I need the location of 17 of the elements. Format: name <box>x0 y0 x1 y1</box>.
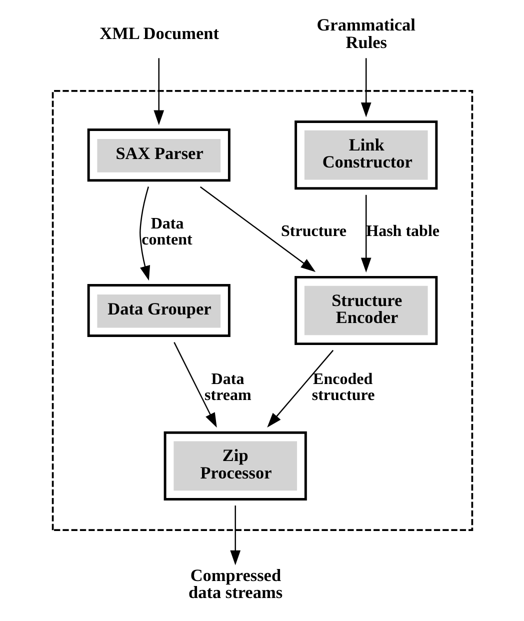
arrow <box>199 186 316 272</box>
edge-label: Structure <box>280 222 346 240</box>
node-text: Compressed data streams <box>188 566 282 602</box>
node-text: Grammatical Rules <box>316 16 415 52</box>
arrow <box>360 194 371 273</box>
edge-label: Data content <box>141 215 192 248</box>
arrow <box>139 186 150 281</box>
edge-label: Hash table <box>366 222 440 240</box>
arrow <box>153 58 164 126</box>
edge-label: Encoded structure <box>311 370 374 404</box>
cluster <box>51 90 473 531</box>
arrow <box>173 342 216 428</box>
arrow <box>230 506 240 566</box>
arrow <box>266 350 334 428</box>
node-text: XML Document <box>99 24 218 43</box>
edge-label: Data stream <box>204 370 251 404</box>
arrow <box>360 58 371 118</box>
